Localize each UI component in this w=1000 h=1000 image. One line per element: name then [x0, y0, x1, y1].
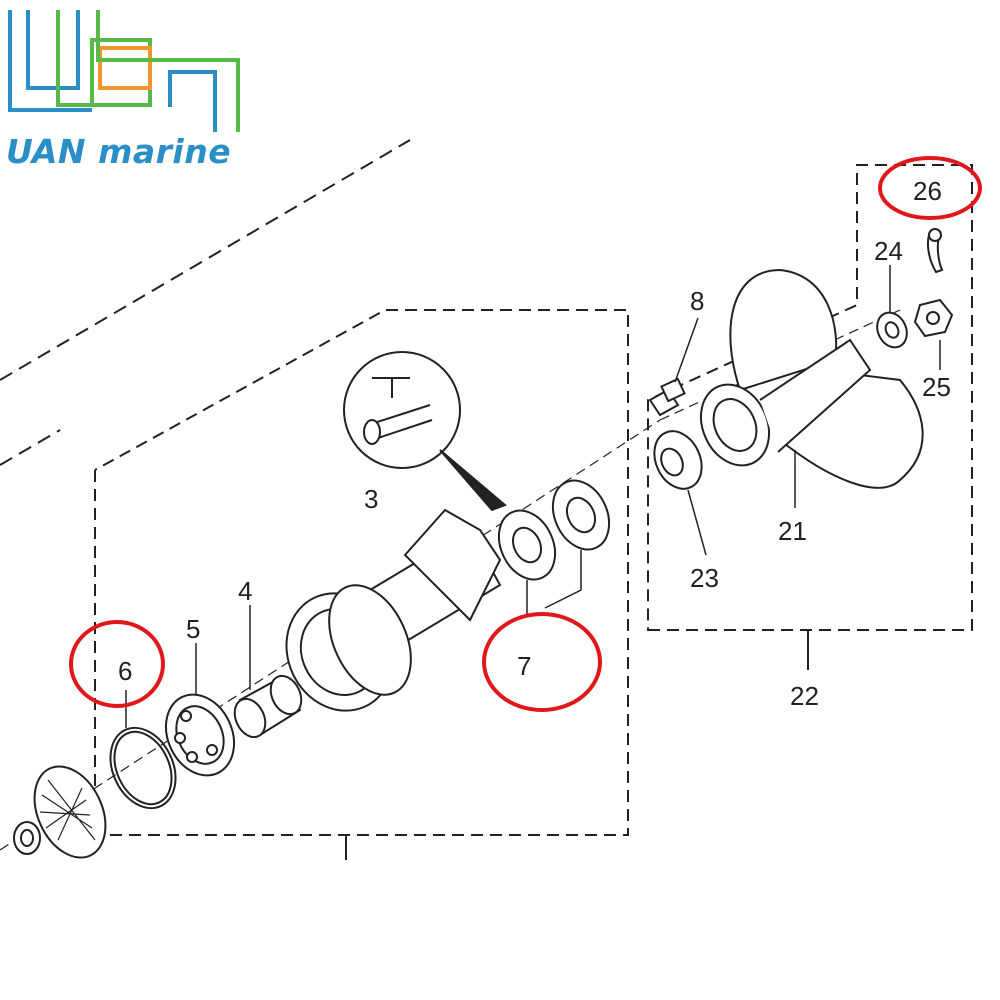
uan-marine-logo	[8, 10, 240, 132]
brand-name-uan: UAN	[6, 132, 86, 171]
callout-8: 8	[690, 286, 704, 316]
assembly-box-left	[94, 309, 629, 836]
part-thrust-washer	[653, 430, 703, 490]
callout-22: 22	[790, 681, 819, 711]
callout-5: 5	[186, 614, 200, 644]
part-washer	[876, 311, 908, 349]
part-o-ring	[109, 726, 177, 810]
housing-boundary-line-2	[0, 429, 61, 466]
callout-24: 24	[874, 236, 903, 266]
logo-u-stroke	[26, 10, 80, 90]
highlight-markers	[69, 156, 982, 712]
leader-7	[526, 550, 582, 615]
highlight-circle-26	[878, 156, 982, 220]
part-bevel-gear	[13, 765, 107, 859]
part-ball-bearings	[497, 479, 611, 581]
leader-23	[687, 489, 707, 556]
leader-8	[674, 317, 699, 383]
part-propeller	[699, 268, 924, 489]
part-castle-nut	[913, 298, 954, 338]
part-roller-bearing	[164, 693, 236, 777]
callout-21: 21	[778, 516, 807, 546]
callout-4: 4	[238, 576, 252, 606]
assembly-box-right	[647, 164, 973, 631]
highlight-circle-6	[69, 620, 165, 708]
highlight-circle-7	[482, 612, 602, 712]
callout-25: 25	[922, 372, 951, 402]
callout-labels: 3 4 5 6 7 8 21 22 23 24 25 26	[118, 176, 951, 711]
part-needle-bearing	[233, 674, 303, 739]
detail-magnifier-inset	[343, 351, 507, 512]
part-bearing-housing	[285, 508, 502, 712]
callout-23: 23	[690, 563, 719, 593]
logo-orange-square	[98, 46, 152, 90]
part-cotter-pin	[926, 228, 944, 274]
callout-6: 6	[118, 656, 132, 686]
logo-left-bar	[8, 10, 92, 112]
housing-boundary-line	[0, 139, 411, 381]
logo-n-inner	[168, 70, 217, 132]
brand-wordmark: UAN marine	[6, 132, 231, 171]
callout-26: 26	[913, 176, 942, 206]
logo-n-stroke	[96, 10, 240, 132]
callout-7: 7	[517, 651, 531, 681]
callout-3: 3	[364, 484, 378, 514]
part-plug-screw	[648, 377, 686, 417]
brand-name-marine: marine	[97, 132, 232, 171]
